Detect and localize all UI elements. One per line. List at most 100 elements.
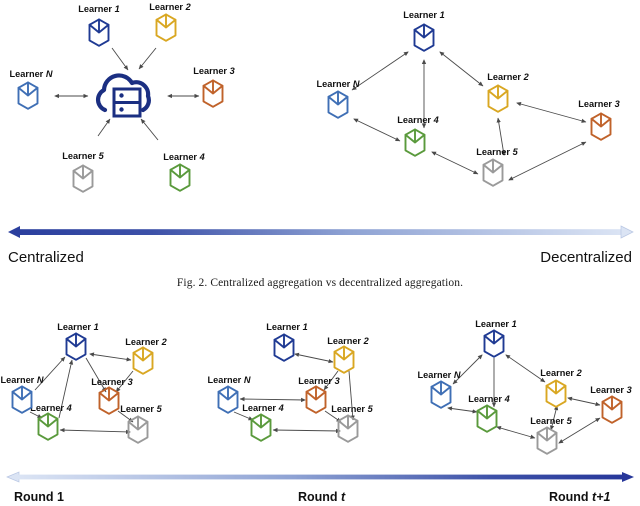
panel2-cube-l4[interactable] [250,413,272,442]
panel1-cube-lN[interactable] [11,385,33,414]
panel3-cube-l2[interactable] [545,379,567,408]
panel2-cube-l5[interactable] [337,414,359,443]
axis-label-centralized: Centralized [8,249,84,266]
edge-decentralized [496,117,506,156]
edge-round-t [294,352,334,364]
panel3-cube-lN[interactable] [430,380,452,409]
decentralized-cube-l4[interactable] [404,128,426,157]
decentralized-cube-lN[interactable] [327,90,349,119]
edge-decentralized [431,151,479,175]
rounds-axis: Round 1 Round t Round t+1 [6,471,634,504]
edge-round-t [323,370,339,391]
edge-decentralized [439,51,484,87]
edge-decentralized [508,141,587,181]
learner-label: Learner 3 [91,377,132,387]
panel3-cube-l5[interactable] [536,426,558,455]
learner-label: Learner 2 [327,336,369,346]
axis-left-arrowhead [8,226,20,238]
centralization-axis: Centralized Decentralized [8,225,634,266]
centralized-cube-lN[interactable] [17,81,39,110]
learner-label: Learner 4 [468,394,509,404]
edge-centralized [97,118,111,137]
learner-label: Learner 4 [397,115,438,125]
edge-round-1 [85,357,107,393]
panel1-cube-l2[interactable] [132,346,154,375]
panel1-cube-l5[interactable] [127,415,149,444]
panel3-cube-l3[interactable] [601,395,623,424]
axis-gradient-bar [19,229,623,235]
centralized-cube-l3[interactable] [202,79,224,108]
learner-label: Learner 3 [578,99,619,109]
connection-edges [29,47,601,444]
decentralized-cube-l2[interactable] [487,84,509,113]
edge-round-1 [115,370,134,393]
edge-round-t [348,370,355,421]
learner-nodes: Learner 1 Learner 2 Learner 3 Learner 4 Lear… [1,2,632,455]
learner-label: Learner 1 [57,322,98,332]
panel1-cube-l4[interactable] [37,412,59,441]
edge-round-t-plus-1 [549,405,559,431]
rounds-axis-gradient-bar [18,474,626,480]
learner-label: Learner 4 [30,403,71,413]
panel3-cube-l4[interactable] [476,404,498,433]
axis-right-arrowhead [620,225,634,239]
learner-label: Learner N [418,370,461,380]
rounds-axis-left-arrowhead [6,471,20,483]
centralized-cube-l5[interactable] [72,164,94,193]
learner-label: Learner 3 [590,385,631,395]
panel3-cube-l1[interactable] [483,329,505,358]
learner-label: Learner N [317,79,360,89]
edge-round-1 [58,359,74,419]
learner-label: Learner 1 [266,322,307,332]
learner-label: Learner 1 [403,10,444,20]
learner-label: Learner 4 [163,152,204,162]
learner-label: Learner N [208,375,251,385]
panel2-cube-l2[interactable] [333,345,355,374]
learner-label: Learner 2 [540,368,582,378]
decentralized-cube-l1[interactable] [413,23,435,52]
round-label-1: Round 1 [14,490,64,504]
edge-round-1 [89,352,132,362]
round-label-t: Round t [298,490,346,504]
decentralized-cube-l5[interactable] [482,158,504,187]
learner-label: Learner 5 [331,404,373,414]
rounds-axis-right-arrowhead [622,472,634,482]
panel2-cube-l1[interactable] [273,333,295,362]
edge-round-t [239,396,306,403]
edge-round-t-plus-1 [558,417,601,444]
learner-label: Learner 5 [476,147,518,157]
learner-label: Learner 4 [242,403,283,413]
panel2-cube-l3[interactable] [305,385,327,414]
learner-label: Learner 5 [120,404,162,414]
edge-decentralized [351,51,409,91]
learner-label: Learner 2 [149,2,191,12]
learner-label: Learner 5 [530,416,572,426]
learner-label: Learner N [1,375,44,385]
learner-label: Learner 1 [78,4,119,14]
edge-centralized [138,47,157,70]
edge-round-1 [34,356,66,391]
learner-label: Learner N [10,69,53,79]
round-label-t-plus-1: Round t+1 [549,490,611,504]
edge-round-t-plus-1 [505,354,546,383]
decentralized-cube-l3[interactable] [590,112,612,141]
cloud-server-icon[interactable] [95,73,151,118]
panel1-cube-l1[interactable] [65,332,87,361]
panel2-cube-lN[interactable] [217,385,239,414]
edge-centralized [111,47,129,71]
learner-label: Learner 3 [193,66,234,76]
centralized-cube-l4[interactable] [169,163,191,192]
edge-round-t-plus-1 [496,426,536,439]
centralized-cube-l2[interactable] [155,13,177,42]
learner-label: Learner 1 [475,319,516,329]
axis-label-decentralized: Decentralized [540,249,632,266]
figure-caption: Fig. 2. Centralized aggregation vs decen… [176,277,464,289]
learner-label: Learner 2 [125,337,167,347]
centralized-cube-l1[interactable] [88,18,110,47]
edge-round-t [233,411,254,421]
edge-decentralized [516,101,587,123]
edge-centralized [140,118,159,141]
panel1-cube-l3[interactable] [98,386,120,415]
